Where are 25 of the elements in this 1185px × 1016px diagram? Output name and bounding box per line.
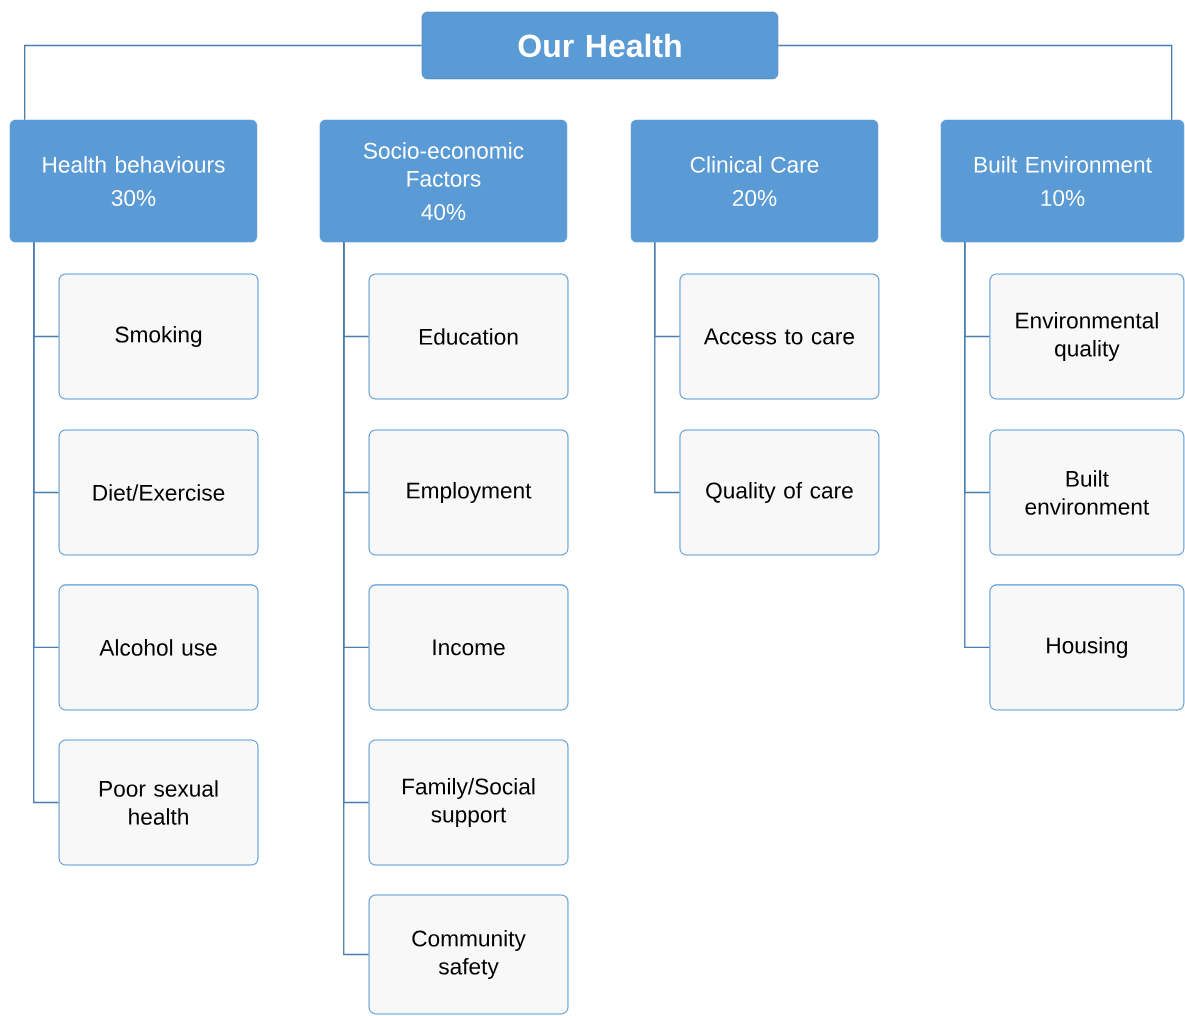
factor-box: Diet/Exercise [58,429,259,556]
connector-line [24,44,423,121]
connector-line [33,241,60,804]
factor-box: Smoking [58,273,259,400]
category-box: Health behaviours 30% [9,119,258,243]
title-box: Our Health [421,11,779,80]
category-box: Socio-economic Factors 40% [319,119,568,243]
factor-box: Environmental quality [989,273,1185,400]
factor-box: Poor sexual health [58,739,259,866]
factor-box: Education [368,273,569,400]
factor-box: Community safety [368,894,569,1015]
connector-line [654,241,681,494]
factor-box: Family/Social support [368,739,569,866]
category-box: Clinical Care 20% [630,119,879,243]
factor-box: Built environment [989,429,1185,556]
factor-box: Quality of care [679,429,880,556]
factor-box: Housing [989,584,1185,711]
connector-line [777,44,1173,121]
connector-line [964,241,991,649]
factor-box: Income [368,584,569,711]
factor-box: Alcohol use [58,584,259,711]
factor-box: Access to care [679,273,880,400]
category-box: Built Environment 10% [940,119,1185,243]
connector-line [343,241,370,956]
factor-box: Employment [368,429,569,556]
